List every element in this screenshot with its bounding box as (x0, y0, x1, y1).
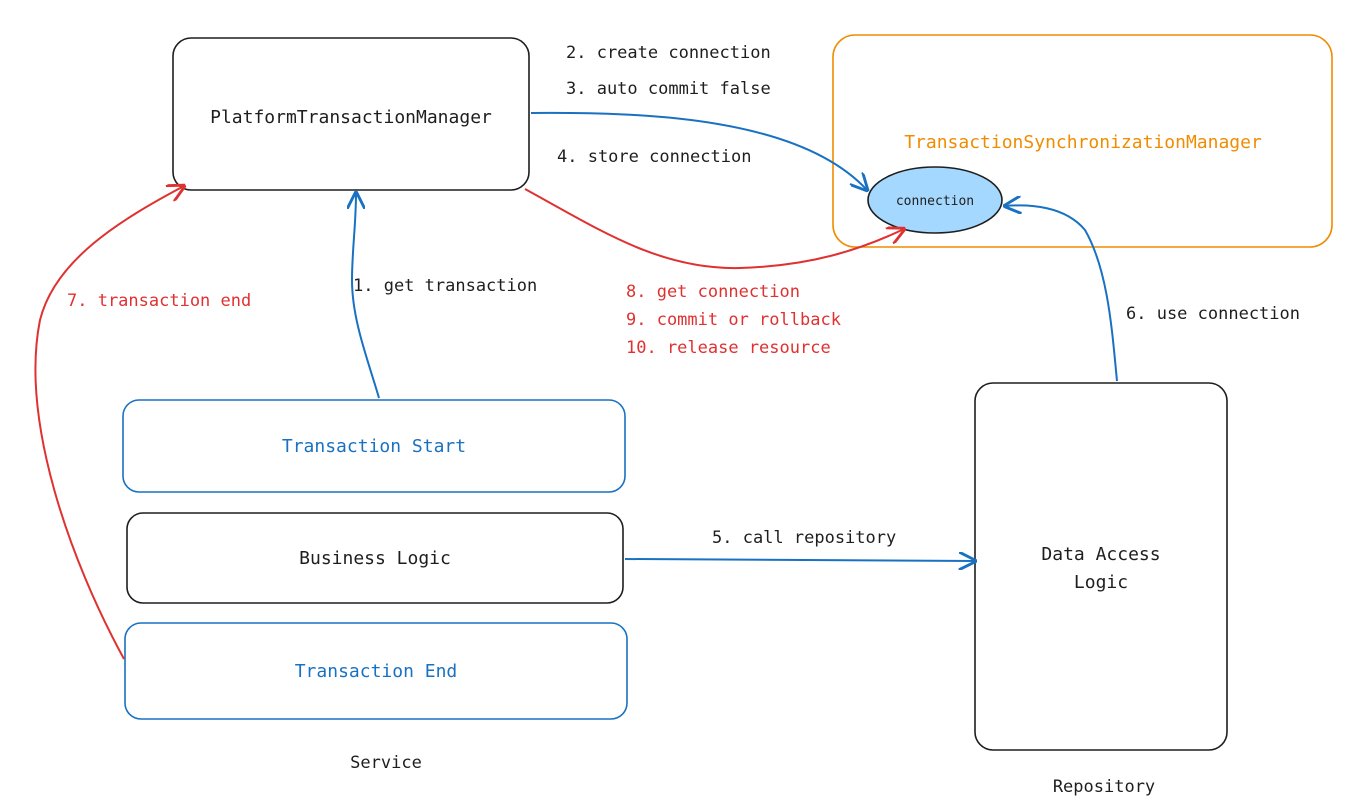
edge-label-step7: 7. transaction end (67, 291, 251, 311)
edge-label-step5: 5. call repository (712, 528, 896, 548)
platform-transaction-manager-box[interactable] (172, 37, 530, 191)
arrow-call-repository (624, 559, 975, 561)
data-access-logic-label-line1: Data Access (1041, 544, 1160, 565)
arrow-transaction-end (34, 186, 184, 660)
data-access-logic-label-line2: Logic (1074, 572, 1128, 593)
transaction-start-label: Transaction Start (282, 436, 466, 457)
connection-node[interactable] (867, 166, 1003, 234)
arrow-get-connection-commit (524, 188, 904, 270)
arrow-use-connection (1005, 205, 1118, 382)
edge-label-step8: 8. get connection (626, 282, 800, 302)
edge-label-step10: 10. release resource (626, 338, 831, 358)
transaction-end-box[interactable] (124, 622, 628, 720)
business-logic-label: Business Logic (299, 548, 451, 569)
service-group-label: Service (350, 753, 422, 773)
arrow-create-store-connection (530, 111, 867, 190)
edge-label-step4: 4. store connection (557, 147, 751, 167)
connection-node-label: connection (896, 194, 974, 209)
repository-group-label: Repository (1053, 777, 1155, 797)
edge-label-step3: 3. auto commit false (566, 79, 771, 99)
edge-label-step2: 2. create connection (566, 43, 771, 63)
platform-transaction-manager-label: PlatformTransactionManager (210, 107, 492, 128)
edge-label-step6: 6. use connection (1126, 304, 1300, 324)
transaction-start-box[interactable] (122, 399, 626, 493)
business-logic-box[interactable] (126, 512, 624, 604)
transaction-synchronization-manager-label: TransactionSynchronizationManager (904, 132, 1262, 153)
transaction-end-label: Transaction End (295, 661, 458, 682)
transaction-synchronization-manager-box[interactable] (832, 34, 1333, 248)
edge-label-step9: 9. commit or rollback (626, 310, 841, 330)
data-access-logic-box[interactable] (974, 382, 1228, 751)
arrow-get-transaction (352, 193, 380, 399)
edge-label-step1: 1. get transaction (353, 276, 537, 296)
